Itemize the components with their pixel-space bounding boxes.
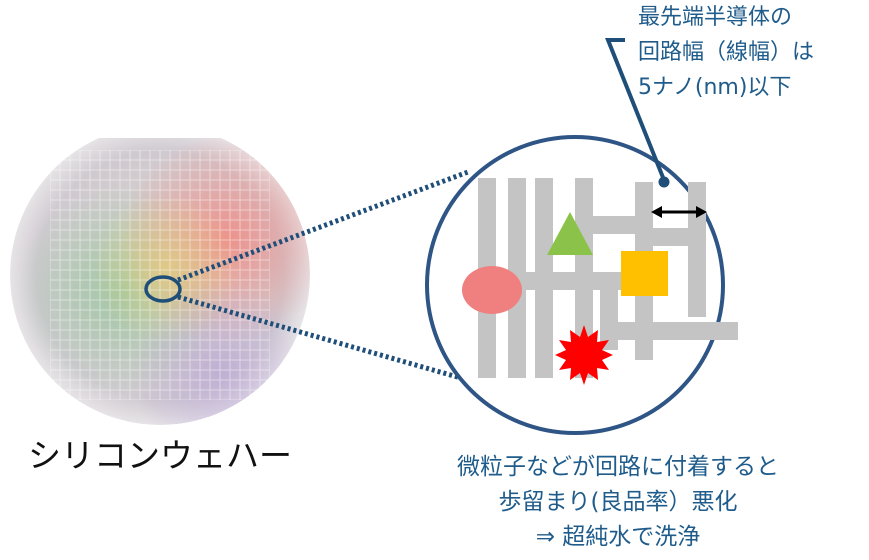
silicon-wafer-image bbox=[10, 125, 310, 425]
callout-leader-line bbox=[605, 38, 666, 181]
caption: 微粒子などが回路に付着すると 歩留まり(良品率）悪化 ⇒ 超純水で洗浄 bbox=[388, 450, 848, 555]
callout-line-1: 最先端半導体の bbox=[638, 5, 793, 30]
caption-line-2: 歩留まり(良品率）悪化 bbox=[498, 489, 738, 515]
particle-star bbox=[555, 325, 613, 385]
line-width-arrow bbox=[651, 206, 707, 218]
caption-line-1: 微粒子などが回路に付着すると bbox=[457, 454, 779, 480]
particle-square bbox=[621, 251, 668, 296]
wafer-label: シリコンウェハー bbox=[28, 436, 292, 475]
callout-line-3: 5ナノ(nm)以下 bbox=[638, 75, 792, 100]
zoom-connector-bottom bbox=[177, 294, 469, 383]
line-width-callout: 最先端半導体の 回路幅（線幅）は 5ナノ(nm)以下 bbox=[638, 0, 868, 105]
particle-triangle bbox=[547, 212, 593, 255]
particle-ellipse bbox=[462, 266, 522, 314]
callout-line-2: 回路幅（線幅）は bbox=[638, 40, 815, 65]
caption-line-3: ⇒ 超純水で洗浄 bbox=[535, 524, 701, 550]
wafer-highlight-ring bbox=[144, 275, 182, 303]
callout-leader-dot bbox=[658, 176, 670, 188]
